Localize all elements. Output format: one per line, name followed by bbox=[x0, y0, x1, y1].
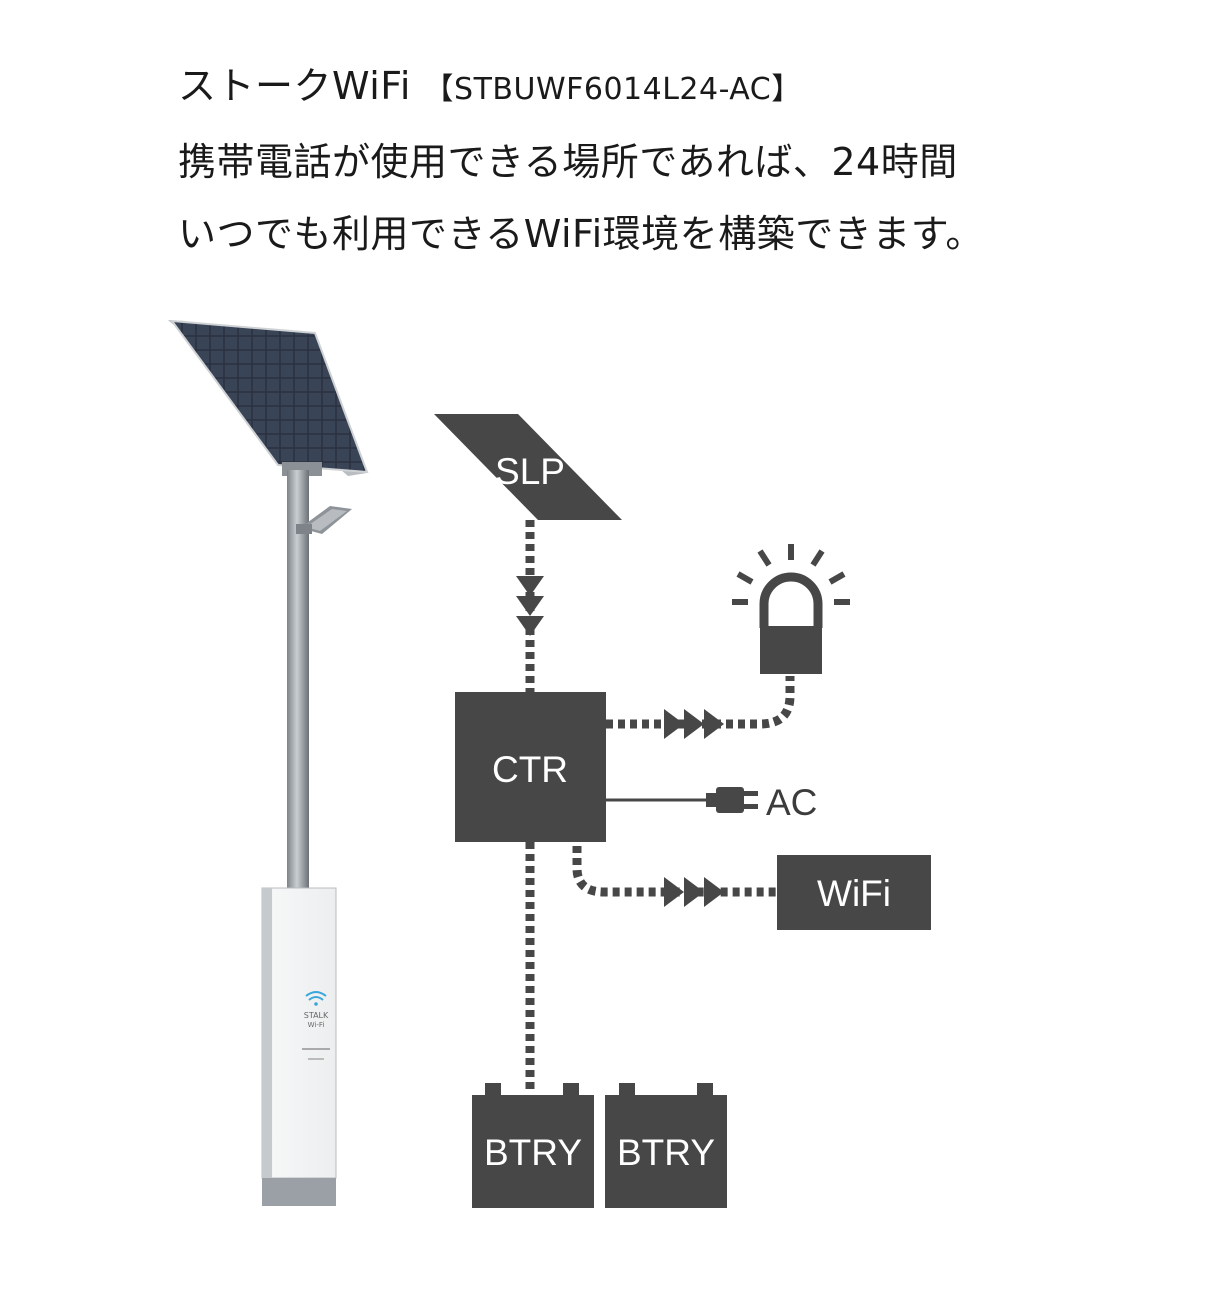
heading-line-3: いつでも利用できるWiFi環境を構築できます。 bbox=[178, 212, 984, 256]
flow-arrowheads bbox=[516, 576, 724, 907]
solar-panel-node: SLP bbox=[434, 414, 622, 520]
battery-1-label: BTRY bbox=[484, 1132, 582, 1173]
wifi-logo-icon bbox=[305, 991, 327, 1006]
controller-label: CTR bbox=[492, 749, 568, 790]
battery-2-label: BTRY bbox=[617, 1132, 715, 1173]
controller-node: CTR bbox=[455, 692, 606, 842]
heading: ストークWiFi 【STBUWF6014L24-AC】 携帯電話が使用できる場所… bbox=[178, 50, 984, 270]
model-code: 【STBUWF6014L24-AC】 bbox=[423, 72, 802, 107]
beacon-light-icon bbox=[732, 544, 850, 674]
base-cabinet: STALK Wi-Fi bbox=[261, 887, 337, 1206]
solar-pole-illustration: STALK Wi-Fi bbox=[168, 319, 369, 1206]
pole-logo-line2: Wi-Fi bbox=[308, 1021, 325, 1029]
heading-line-2: 携帯電話が使用できる場所であれば、24時間 bbox=[178, 140, 958, 184]
wifi-node: WiFi bbox=[777, 855, 931, 930]
lamp-head-image bbox=[296, 506, 352, 534]
solar-panel-label: SLP bbox=[495, 451, 565, 492]
solar-panel-image bbox=[168, 319, 369, 476]
wifi-label: WiFi bbox=[817, 873, 891, 914]
flow-ctr-to-light bbox=[606, 676, 795, 729]
battery-node-2: BTRY bbox=[605, 1083, 727, 1208]
flow-ctr-to-wifi bbox=[572, 846, 777, 897]
pole-shaft bbox=[287, 470, 309, 890]
pole-logo-line1: STALK bbox=[304, 1011, 329, 1020]
battery-node-1: BTRY bbox=[472, 1083, 594, 1208]
ac-label: AC bbox=[766, 782, 817, 823]
heading-line-1: ストークWiFi 【STBUWF6014L24-AC】 bbox=[178, 50, 984, 126]
product-name: ストークWiFi bbox=[178, 64, 411, 108]
power-plug-icon bbox=[706, 787, 758, 813]
ac-cable: AC bbox=[606, 782, 817, 823]
